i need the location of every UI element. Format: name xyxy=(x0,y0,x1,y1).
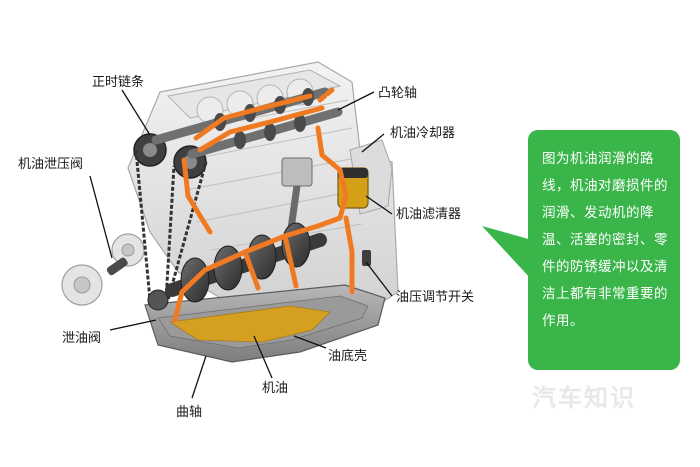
info-callout: 图为机油润滑的路线，机油对磨损件的润滑、发动机的降温、活塞的密封、零件的防锈缓冲… xyxy=(528,130,680,370)
label-engine-oil: 机油 xyxy=(262,381,288,396)
label-drain-valve: 泄油阀 xyxy=(62,331,101,346)
relief-valve-part xyxy=(106,257,128,276)
engine-oil-pool xyxy=(168,305,331,343)
label-leaders xyxy=(89,89,393,399)
oil-lubrication-path xyxy=(172,87,355,323)
label-crankshaft: 曲轴 xyxy=(176,405,202,420)
label-camshaft: 凸轮轴 xyxy=(378,86,417,101)
pressure-switch-part xyxy=(362,250,371,266)
label-oil-filter: 机油滤清器 xyxy=(396,207,461,222)
label-pressure-switch: 油压调节开关 xyxy=(396,290,474,305)
watermark: 汽车知识 xyxy=(532,384,636,412)
callout-pointer xyxy=(482,226,532,280)
label-timing-chain: 正时链条 xyxy=(92,74,144,90)
label-oil-pan: 油底壳 xyxy=(328,348,367,364)
timing-chain-assembly xyxy=(133,133,208,311)
callout-text: 图为机油润滑的路线，机油对磨损件的润滑、发动机的降温、活塞的密封、零件的防锈缓冲… xyxy=(542,151,668,329)
label-oil-relief-valve: 机油泄压阀 xyxy=(18,157,83,172)
label-oil-cooler: 机油冷却器 xyxy=(390,126,455,141)
